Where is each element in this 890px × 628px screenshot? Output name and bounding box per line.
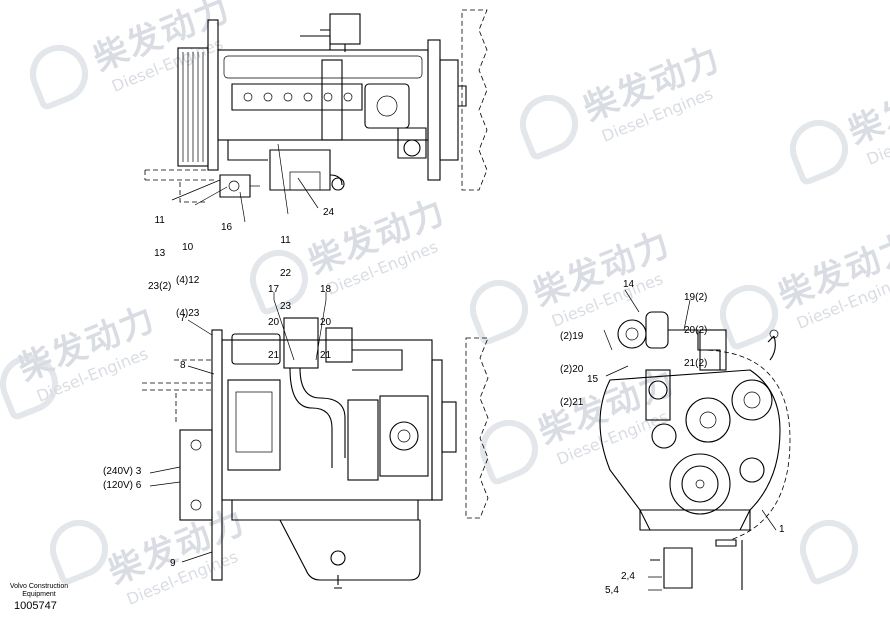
footer: Volvo Construction Equipment 1005747 [8, 583, 70, 613]
callout-11-22-23: 11 22 23 [280, 235, 292, 312]
manufacturer-line2: Equipment [22, 591, 56, 598]
front-view-engine [599, 289, 791, 591]
callout-8: 8 [180, 360, 186, 371]
callout-9: 9 [170, 558, 176, 569]
callout-7: 7 [180, 313, 186, 324]
callout-18-20-21: 18 20 21 [320, 284, 332, 361]
callout-15: 15 [587, 374, 599, 385]
callout-120v-6: (120V) 6 [103, 480, 142, 491]
side-view-engine [142, 292, 489, 589]
manufacturer-line1: Volvo Construction [9, 583, 69, 590]
callout-1: 1 [779, 524, 785, 535]
callout-16: 16 [221, 222, 233, 233]
top-view-engine [144, 9, 488, 223]
callout-5-4: 5,4 [605, 585, 619, 596]
callout-17-20-21: 17 20 21 [268, 284, 280, 361]
callout-240v-3: (240V) 3 [103, 466, 142, 477]
part-number: 1005747 [14, 600, 57, 612]
callout-2-4: 2,4 [621, 571, 635, 582]
callout-14: 14 [623, 279, 635, 290]
callout-11-13-23: 11 13 23(2) [148, 215, 172, 292]
callout-24: 24 [323, 207, 335, 218]
callout-19-20-21-right: 19(2) 20(2) 21(2) [684, 292, 708, 369]
callout-19-20-21-left: (2)19 (2)20 (2)21 [560, 331, 584, 408]
callout-10-12-23: 10 (4)12 (4)23 [176, 242, 200, 319]
